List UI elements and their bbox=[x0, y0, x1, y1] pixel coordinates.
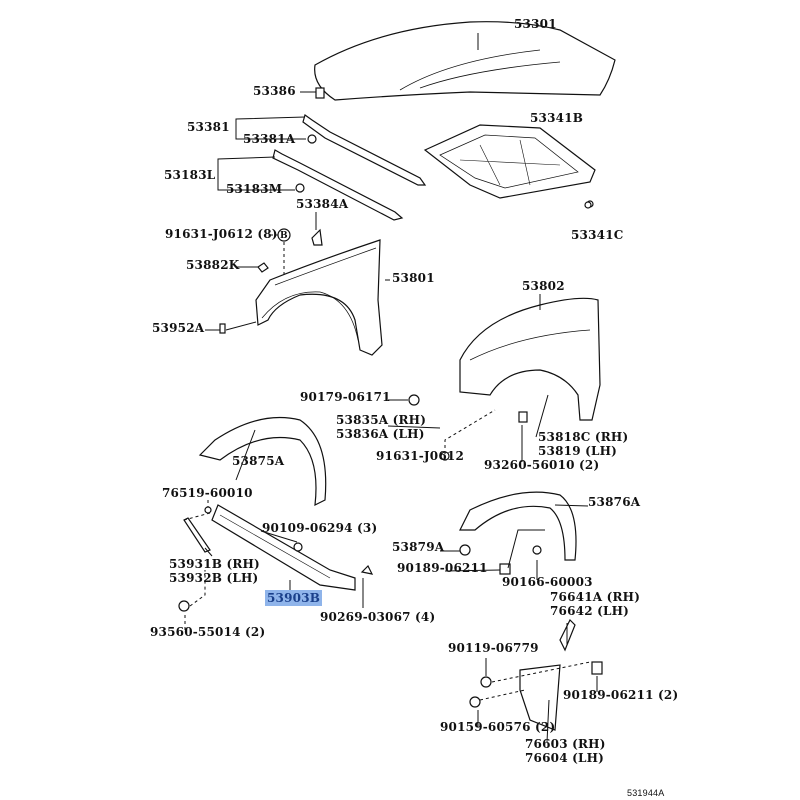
part-label-90159-60576[interactable]: 90159-60576 (2) bbox=[440, 720, 556, 734]
hood-insulator-part bbox=[423, 124, 596, 199]
part-label-53875a[interactable]: 53875A bbox=[232, 454, 285, 468]
part-label-53819[interactable]: 53819 (LH) bbox=[538, 444, 618, 458]
part-label-53932b[interactable]: 53932B (LH) bbox=[169, 571, 259, 585]
part-label-53381a[interactable]: 53381A bbox=[243, 132, 296, 146]
part-label-53802[interactable]: 53802 bbox=[522, 279, 565, 293]
part-label-53801[interactable]: 53801 bbox=[392, 271, 435, 285]
part-label-53341b[interactable]: 53341B bbox=[530, 111, 584, 125]
part-label-76519-60010[interactable]: 76519-60010 bbox=[162, 486, 253, 500]
hood-part bbox=[314, 21, 616, 101]
part-label-53384a[interactable]: 53384A bbox=[296, 197, 349, 211]
part-label-91631-j0612-8[interactable]: 91631-J0612 (8) bbox=[165, 227, 278, 241]
part-label-90109-06294[interactable]: 90109-06294 (3) bbox=[262, 521, 378, 535]
front-apron-part bbox=[183, 504, 356, 591]
part-label-53341c[interactable]: 53341C bbox=[571, 228, 624, 242]
fasteners bbox=[178, 87, 603, 708]
part-label-90166-60003[interactable]: 90166-60003 bbox=[502, 575, 593, 589]
part-label-93260-56010[interactable]: 93260-56010 (2) bbox=[484, 458, 600, 472]
part-label-91631-j0612[interactable]: 91631-J0612 bbox=[376, 449, 465, 463]
part-label-53386[interactable]: 53386 bbox=[253, 84, 296, 98]
part-label-53879a[interactable]: 53879A bbox=[392, 540, 445, 554]
part-label-90189-06211-2[interactable]: 90189-06211 (2) bbox=[563, 688, 679, 702]
part-label-53836a[interactable]: 53836A (LH) bbox=[336, 427, 425, 441]
part-label-53381[interactable]: 53381 bbox=[187, 120, 230, 134]
fender-liner-lh-part bbox=[459, 491, 577, 561]
bolt-marker-b: B bbox=[280, 231, 288, 241]
hood-seal-parts bbox=[272, 114, 427, 221]
part-label-76603[interactable]: 76603 (RH) bbox=[525, 737, 606, 751]
part-label-76604[interactable]: 76604 (LH) bbox=[525, 751, 605, 765]
part-label-53818c[interactable]: 53818C (RH) bbox=[538, 430, 629, 444]
part-label-53931b[interactable]: 53931B (RH) bbox=[169, 557, 260, 571]
part-label-53183m[interactable]: 53183M bbox=[226, 182, 283, 196]
part-label-53835a[interactable]: 53835A (RH) bbox=[336, 413, 427, 427]
part-label-90179-06171[interactable]: 90179-06171 bbox=[300, 390, 391, 404]
part-label-53301[interactable]: 53301 bbox=[514, 17, 557, 31]
front-fender-lh-part bbox=[459, 297, 601, 421]
part-label-90189-06211[interactable]: 90189-06211 bbox=[397, 561, 488, 575]
part-label-53882k[interactable]: 53882K bbox=[186, 258, 240, 272]
part-label-53183l[interactable]: 53183L bbox=[164, 168, 216, 182]
catalog-code: 531944A bbox=[627, 788, 665, 798]
part-label-90119-06779[interactable]: 90119-06779 bbox=[448, 641, 539, 655]
part-label-90269-03067[interactable]: 90269-03067 (4) bbox=[320, 610, 436, 624]
part-label-76641a[interactable]: 76641A (RH) bbox=[550, 590, 641, 604]
fender-liner-rh-part bbox=[198, 416, 327, 507]
part-label-93560-55014[interactable]: 93560-55014 (2) bbox=[150, 625, 266, 639]
part-label-53903b-highlighted[interactable]: 53903B bbox=[265, 590, 323, 606]
part-label-76642[interactable]: 76642 (LH) bbox=[550, 604, 630, 618]
leader-lines bbox=[183, 33, 598, 743]
part-label-53952a[interactable]: 53952A bbox=[152, 321, 205, 335]
front-fender-rh-part bbox=[255, 239, 383, 356]
part-label-53876a[interactable]: 53876A bbox=[588, 495, 641, 509]
